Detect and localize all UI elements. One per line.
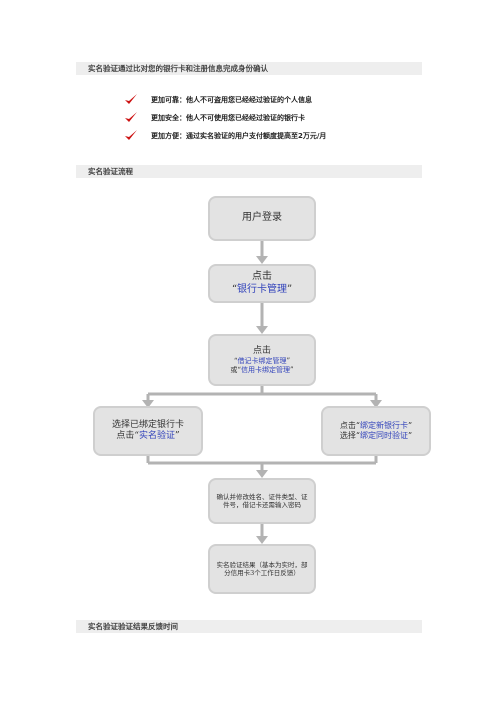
or-label: 或: [230, 365, 238, 374]
flow-node-bind-new-card: 点击“绑定新银行卡” 选择“绑定同时验证”: [321, 406, 431, 456]
quote-open: “: [355, 431, 360, 440]
flow-node-step3-line1: 点击: [252, 345, 271, 356]
quote-close: ”: [408, 421, 413, 430]
checkmark-icon: [125, 112, 137, 122]
flow-node-confirm-info: 确认并修改姓名、证件类型、证件号，借记卡还需输入密码: [208, 478, 316, 524]
flow-node-left-line1: 选择已绑定银行卡: [111, 419, 184, 430]
intro-section-title: 实名验证通过比对您的银行卡和注册信息完成身份确认: [88, 64, 268, 73]
flow-node-card-binding-management: 点击 “借记卡绑定管理” 或“信用卡绑定管理”: [208, 334, 316, 386]
flow-node-step3-line2: “借记卡绑定管理”: [234, 357, 290, 366]
quote-open: “: [231, 283, 237, 295]
flow-node-result-label: 实名验证结果（基本为实时，部分信用卡3个工作日反馈）: [216, 560, 308, 577]
bind-and-verify-link: 绑定同时验证: [360, 431, 408, 440]
arrowhead: [256, 470, 268, 478]
flow-node-right-line1: 点击“绑定新银行卡”: [340, 421, 412, 431]
flow-node-select-bound-card: 选择已绑定银行卡 点击“实名验证”: [93, 406, 203, 456]
quote-open: “: [237, 365, 241, 374]
benefit-text: 更加可靠：他人不可盗用您已经经过验证的个人信息: [151, 96, 312, 104]
flow-node-confirm-label: 确认并修改姓名、证件类型、证件号，借记卡还需输入密码: [216, 492, 308, 509]
flow-node-step2-line2: “银行卡管理”: [232, 284, 292, 297]
flow-node-verification-result: 实名验证结果（基本为实时，部分信用卡3个工作日反馈）: [208, 544, 316, 594]
bank-card-management-link: 银行卡管理: [237, 283, 287, 295]
flow-section-header: 实名验证流程: [76, 165, 422, 178]
quote-open: “: [233, 356, 238, 365]
quote-open: “: [134, 431, 139, 441]
arrowhead: [256, 536, 268, 544]
benefit-text: 更加方便：通过实名验证的用户支付额度提高至2万元/月: [151, 132, 327, 140]
quote-open: “: [355, 421, 360, 430]
quote-close: ”: [286, 356, 291, 365]
arrowhead: [142, 400, 154, 408]
quote-close: ”: [287, 283, 293, 295]
benefit-item-secure: 更加安全：他人不可使用您已经经过验证的银行卡: [124, 111, 305, 125]
quote-close: ”: [408, 431, 413, 440]
intro-section-header: 实名验证通过比对您的银行卡和注册信息完成身份确认: [76, 62, 422, 75]
bind-new-card-link: 绑定新银行卡: [360, 421, 408, 430]
feedback-section-header: 实名验证验证结果反馈时间: [76, 620, 422, 633]
checkmark-icon: [125, 94, 137, 104]
arrowhead: [256, 256, 268, 264]
arrowhead: [370, 400, 382, 408]
benefit-item-convenient: 更加方便：通过实名验证的用户支付额度提高至2万元/月: [124, 129, 326, 143]
flow-node-login: 用户登录: [208, 196, 316, 241]
debit-card-binding-link: 借记卡绑定管理: [237, 356, 287, 365]
click-prefix: 点击: [339, 421, 356, 430]
checkmark-icon: [125, 130, 137, 140]
quote-close: ”: [175, 431, 180, 441]
benefit-text: 更加安全：他人不可使用您已经经过验证的银行卡: [151, 114, 305, 122]
flow-node-step2-line1: 点击: [252, 271, 272, 282]
flow-section-title: 实名验证流程: [88, 167, 133, 176]
credit-card-binding-link: 信用卡绑定管理: [241, 365, 290, 374]
flow-node-right-line2: 选择“绑定同时验证”: [340, 431, 412, 441]
flow-node-bank-card-management: 点击 “银行卡管理”: [208, 264, 316, 303]
real-name-verify-link: 实名验证: [139, 431, 176, 441]
benefit-item-reliable: 更加可靠：他人不可盗用您已经经过验证的个人信息: [124, 93, 312, 107]
select-prefix: 选择: [339, 431, 356, 440]
click-prefix: 点击: [116, 431, 135, 441]
flow-node-step3-line3: 或“信用卡绑定管理”: [230, 366, 293, 375]
quote-close: ”: [290, 365, 294, 374]
arrowhead: [256, 326, 268, 334]
flow-node-left-line2: 点击“实名验证”: [116, 431, 179, 442]
feedback-section-title: 实名验证验证结果反馈时间: [88, 622, 178, 631]
flow-node-login-label: 用户登录: [242, 212, 282, 224]
